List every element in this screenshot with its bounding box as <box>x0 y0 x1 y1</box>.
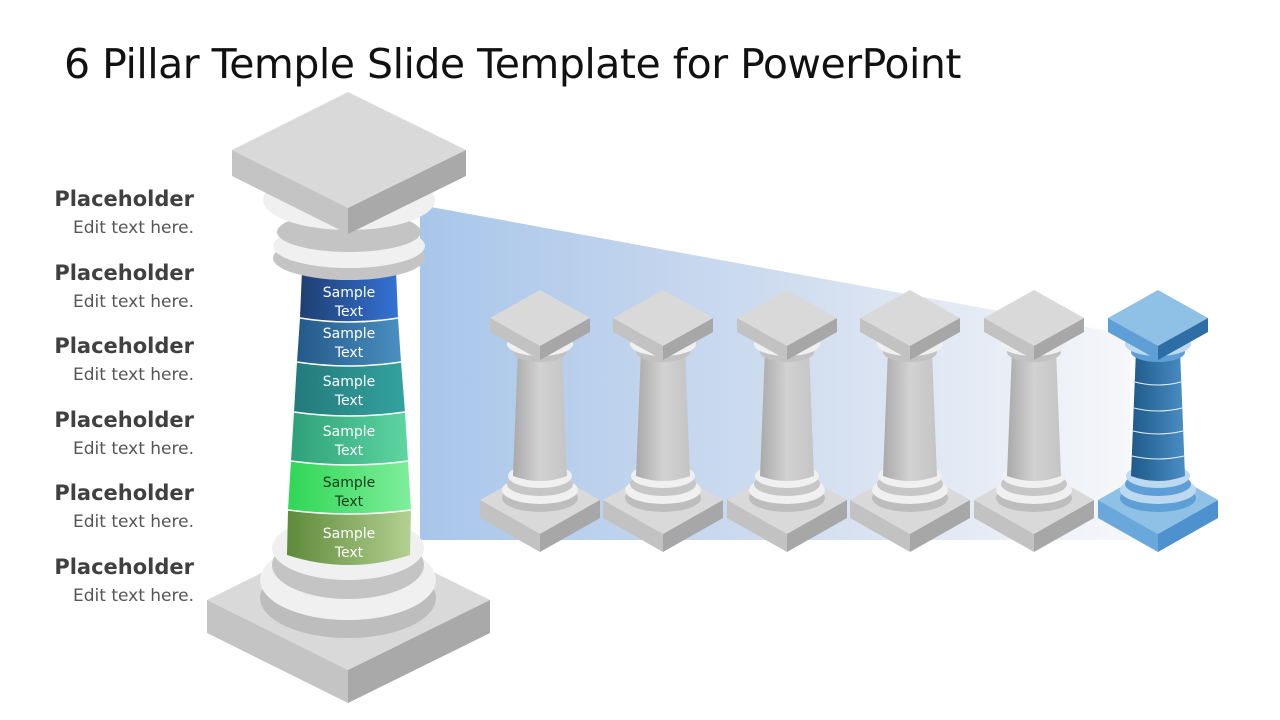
placeholder-text[interactable]: Edit text here. <box>73 585 194 606</box>
band-label-line1: Sample <box>322 526 376 542</box>
band-label-line2: Text <box>334 443 364 459</box>
small-pillar-6-highlighted[interactable] <box>1098 290 1218 552</box>
placeholder-text[interactable]: Edit text here. <box>73 438 194 459</box>
pillar-band-6[interactable] <box>287 510 411 565</box>
band-label-line1: Sample <box>322 374 376 390</box>
pillar-band-5[interactable] <box>288 461 411 514</box>
band-label-line1: Sample <box>322 475 376 491</box>
placeholder-list: Placeholder Edit text here. Placeholder … <box>40 184 194 625</box>
placeholder-item-4: Placeholder Edit text here. <box>40 405 194 479</box>
band-label-line2: Text <box>334 304 364 320</box>
placeholder-heading[interactable]: Placeholder <box>54 481 194 505</box>
band-label-6[interactable]: Sample Text <box>294 525 404 563</box>
band-label-line1: Sample <box>322 326 376 342</box>
placeholder-text[interactable]: Edit text here. <box>73 291 194 312</box>
placeholder-text[interactable]: Edit text here. <box>73 512 194 532</box>
band-label-2[interactable]: Sample Text <box>294 325 404 363</box>
placeholder-item-3: Placeholder Edit text here. <box>40 331 194 405</box>
pillar-band-1[interactable] <box>300 270 398 322</box>
placeholder-heading[interactable]: Placeholder <box>54 187 194 211</box>
placeholder-item-2: Placeholder Edit text here. <box>40 258 194 332</box>
placeholder-item-1: Placeholder Edit text here. <box>40 184 194 258</box>
placeholder-heading[interactable]: Placeholder <box>54 407 194 432</box>
placeholder-heading[interactable]: Placeholder <box>54 260 194 285</box>
band-label-line1: Sample <box>322 424 376 440</box>
pillar-band-2[interactable] <box>297 318 401 366</box>
placeholder-item-6: Placeholder Edit text here. <box>40 552 194 626</box>
placeholder-text[interactable]: Edit text here. <box>73 218 194 238</box>
band-label-line1: Sample <box>322 285 376 301</box>
pillar-band-4[interactable] <box>291 412 408 465</box>
band-label-1[interactable]: Sample Text <box>294 284 404 322</box>
band-label-line2: Text <box>334 545 364 561</box>
band-label-3[interactable]: Sample Text <box>294 373 404 411</box>
pillar-band-3[interactable] <box>294 362 405 416</box>
slide-title: 6 Pillar Temple Slide Template for Power… <box>64 40 961 88</box>
band-label-line2: Text <box>334 393 364 409</box>
main-pillar <box>207 92 490 703</box>
band-label-5[interactable]: Sample Text <box>294 474 404 512</box>
band-label-line2: Text <box>334 494 364 510</box>
band-label-line2: Text <box>334 345 364 361</box>
placeholder-text[interactable]: Edit text here. <box>73 365 194 385</box>
placeholder-heading[interactable]: Placeholder <box>54 334 194 358</box>
band-label-4[interactable]: Sample Text <box>294 423 404 461</box>
placeholder-item-5: Placeholder Edit text here. <box>40 478 194 552</box>
placeholder-heading[interactable]: Placeholder <box>54 554 194 579</box>
